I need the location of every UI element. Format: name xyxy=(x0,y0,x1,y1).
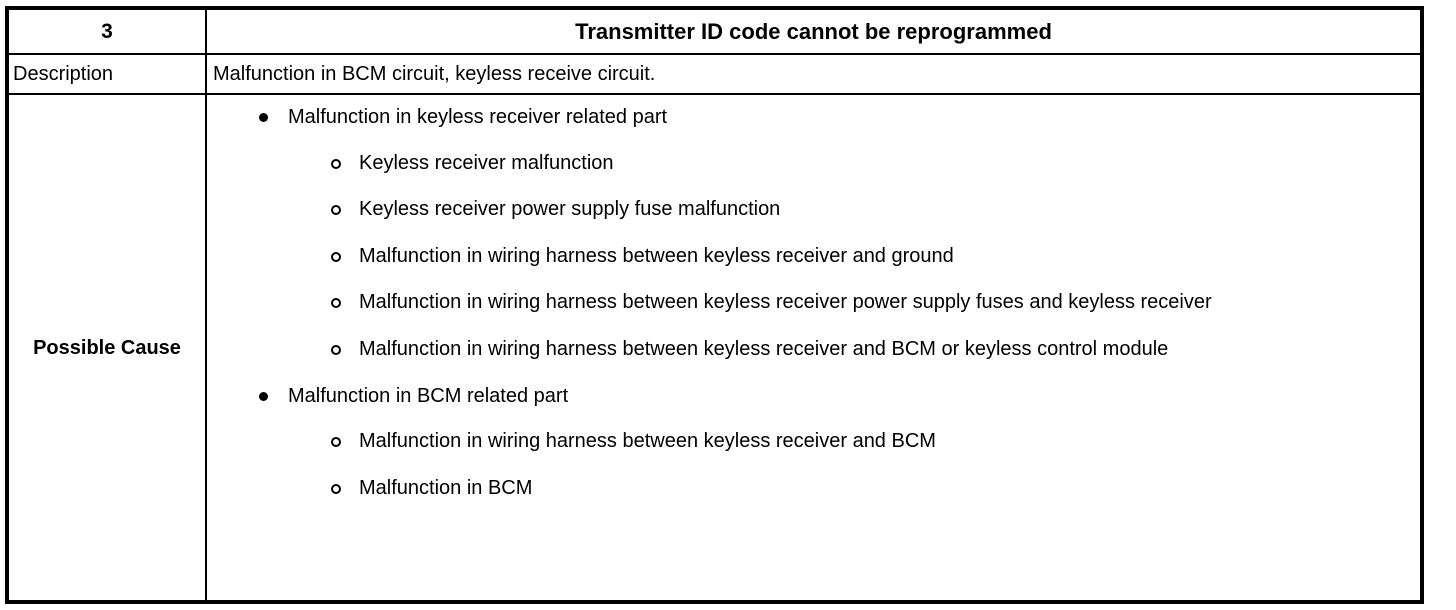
filled-bullet-icon xyxy=(259,391,268,401)
list-item-label: Malfunction in keyless receiver related … xyxy=(288,106,668,128)
possible-cause-label-cell: Possible Cause xyxy=(9,95,207,600)
description-value-cell: Malfunction in BCM circuit, keyless rece… xyxy=(207,55,1420,93)
description-label: Description xyxy=(13,63,114,85)
description-value: Malfunction in BCM circuit, keyless rece… xyxy=(213,63,656,85)
dtc-id-value: 3 xyxy=(101,20,113,43)
list-item: Malfunction in wiring harness between ke… xyxy=(213,336,1414,363)
dtc-diagnostic-table: 3 Transmitter ID code cannot be reprogra… xyxy=(5,6,1424,604)
list-item-label: Malfunction in wiring harness between ke… xyxy=(359,291,1212,314)
list-item: Malfunction in wiring harness between ke… xyxy=(213,428,1414,455)
hollow-circle-bullet-icon xyxy=(331,437,341,448)
hollow-circle-bullet-icon xyxy=(331,298,341,309)
filled-bullet-icon xyxy=(259,113,268,122)
dtc-title-value: Transmitter ID code cannot be reprogramm… xyxy=(575,18,1052,44)
list-item-label: Keyless receiver power supply fuse malfu… xyxy=(359,198,781,221)
list-item: Keyless receiver malfunction xyxy=(213,150,1414,177)
table-row-possible-cause: Possible Cause Malfunction in keyless re… xyxy=(9,95,1420,600)
hollow-circle-bullet-icon xyxy=(331,205,341,216)
description-label-cell: Description xyxy=(9,55,207,93)
list-item: Malfunction in keyless receiver related … xyxy=(213,104,1414,131)
list-item-label: Malfunction in BCM xyxy=(359,476,533,499)
list-item-label: Keyless receiver malfunction xyxy=(359,151,614,174)
list-item: Malfunction in wiring harness between ke… xyxy=(213,289,1414,316)
hollow-circle-bullet-icon xyxy=(331,251,341,262)
list-item: Malfunction in BCM related part xyxy=(213,383,1414,410)
list-item-label: Malfunction in wiring harness between ke… xyxy=(359,244,954,267)
possible-cause-label: Possible Cause xyxy=(33,336,181,359)
list-item: Malfunction in wiring harness between ke… xyxy=(213,243,1414,270)
list-item-label: Malfunction in wiring harness between ke… xyxy=(359,337,1169,360)
table-row-header: 3 Transmitter ID code cannot be reprogra… xyxy=(9,10,1420,55)
list-item: Keyless receiver power supply fuse malfu… xyxy=(213,196,1414,223)
dtc-id-cell: 3 xyxy=(9,10,207,53)
hollow-circle-bullet-icon xyxy=(331,158,341,169)
list-item-label: Malfunction in BCM related part xyxy=(288,384,569,407)
list-item-label: Malfunction in wiring harness between ke… xyxy=(359,430,936,453)
possible-cause-value-cell: Malfunction in keyless receiver related … xyxy=(207,95,1420,600)
hollow-circle-bullet-icon xyxy=(331,483,341,494)
table-row-description: Description Malfunction in BCM circuit, … xyxy=(9,55,1420,95)
possible-cause-list: Malfunction in keyless receiver related … xyxy=(213,104,1414,521)
hollow-circle-bullet-icon xyxy=(331,344,341,355)
list-item: Malfunction in BCM xyxy=(213,475,1414,502)
dtc-title-cell: Transmitter ID code cannot be reprogramm… xyxy=(207,10,1420,53)
